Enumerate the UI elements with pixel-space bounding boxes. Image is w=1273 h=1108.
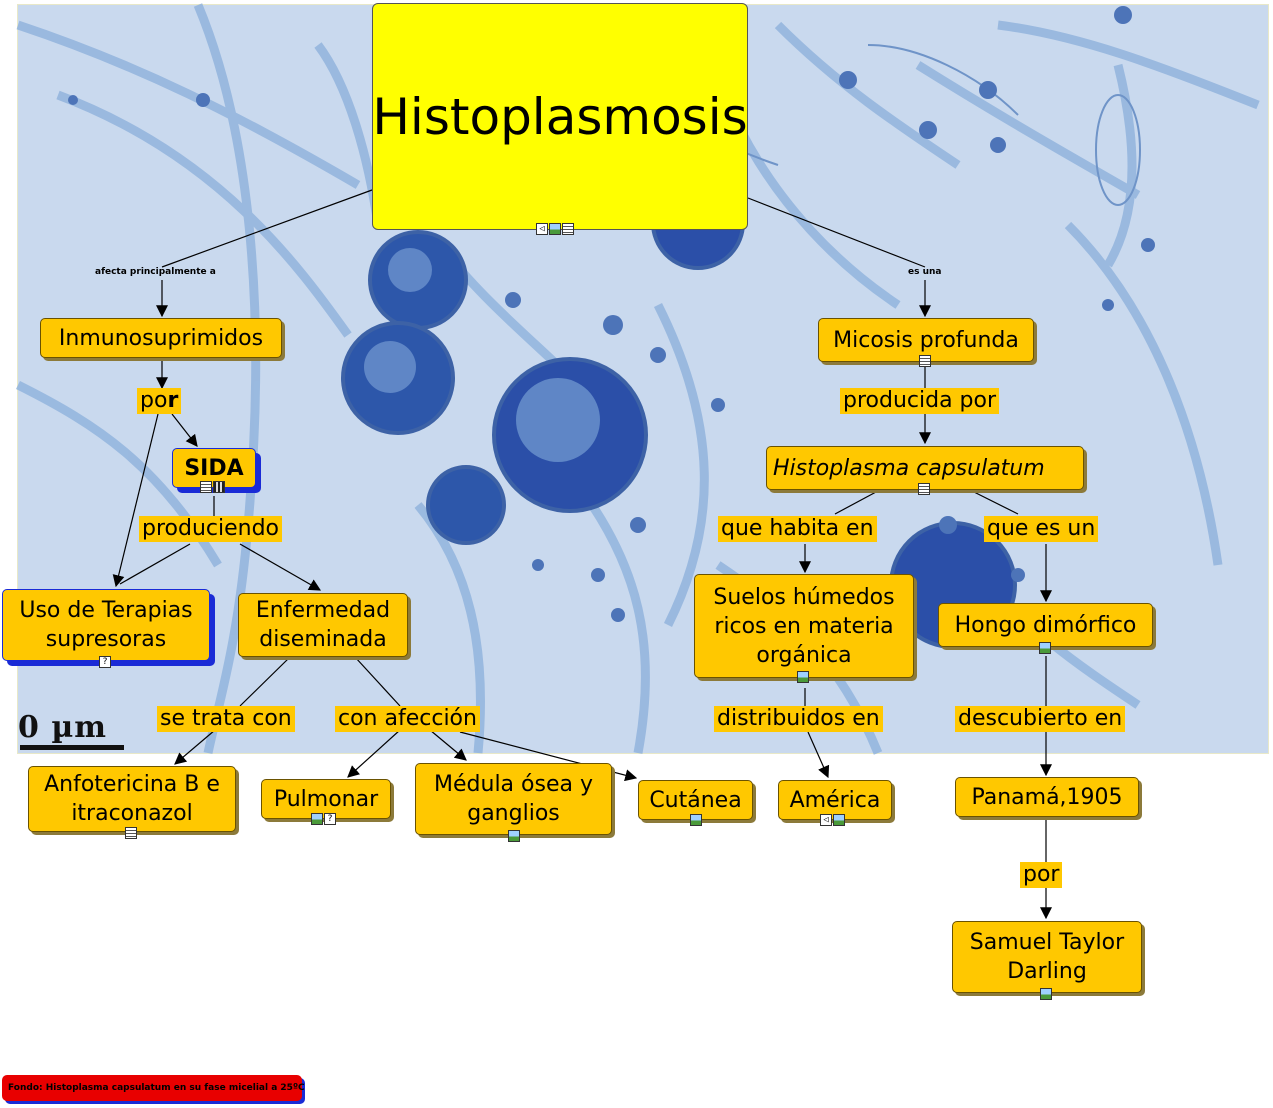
- sound-icon[interactable]: ◁: [820, 814, 832, 826]
- link-label-que-es-un: que es un: [984, 516, 1099, 542]
- scale-bar: [20, 745, 124, 750]
- pulmonar-resource-icons: ?: [311, 813, 336, 825]
- hongo-resource-icons: [1039, 642, 1051, 654]
- image-icon[interactable]: [1040, 988, 1052, 1000]
- micrograph-hyphae: [15, 2, 1260, 755]
- help-icon[interactable]: ?: [99, 656, 111, 668]
- histoplasma-resource-icons: [918, 483, 930, 495]
- background-caption-note[interactable]: Fondo: Histoplasma capsulatum en su fase…: [2, 1075, 305, 1101]
- cutanea-resource-icons: [690, 814, 702, 826]
- concept-samuel-taylor-darling[interactable]: Samuel Taylor Darling: [952, 921, 1142, 993]
- image-icon[interactable]: [311, 813, 323, 825]
- medula-resource-icons: [508, 830, 520, 842]
- concept-panama-1905[interactable]: Panamá,1905: [955, 777, 1139, 817]
- link-label-distribuidos-en: distribuidos en: [714, 706, 883, 732]
- concept-pulmonar[interactable]: Pulmonar: [261, 779, 391, 819]
- concept-cutanea[interactable]: Cutánea: [638, 780, 753, 820]
- link-label-que-habita-en: que habita en: [718, 516, 877, 542]
- document-icon[interactable]: [919, 355, 931, 367]
- link-label-produciendo: produciendo: [139, 516, 283, 542]
- concept-anfotericina[interactable]: Anfotericina B e itraconazol: [28, 766, 236, 832]
- america-resource-icons: ◁: [820, 814, 845, 826]
- sound-icon[interactable]: ◁: [536, 223, 548, 235]
- image-icon[interactable]: [797, 671, 809, 683]
- document-icon[interactable]: [200, 481, 212, 493]
- concept-uso-de-terapias[interactable]: Uso de Terapias supresoras: [2, 589, 210, 661]
- link-label-afecta: afecta principalmente a: [95, 267, 216, 277]
- image-icon[interactable]: [508, 830, 520, 842]
- link-label-por-bold: r: [167, 388, 179, 413]
- concept-histoplasma-capsulatum[interactable]: Histoplasma capsulatum: [766, 446, 1084, 490]
- title-node-histoplasmosis[interactable]: Histoplasmosis: [372, 3, 748, 230]
- link-label-descubierto-en: descubierto en: [955, 706, 1126, 732]
- title-resource-icons: ◁: [536, 223, 574, 235]
- micosis-resource-icons: [919, 355, 931, 367]
- terapias-resource-icons: ?: [99, 656, 111, 668]
- document-icon[interactable]: [562, 223, 574, 235]
- darling-resource-icons: [1040, 988, 1052, 1000]
- document-icon[interactable]: [125, 827, 137, 839]
- concept-inmunosuprimidos[interactable]: Inmunosuprimidos: [40, 318, 282, 358]
- link-label-por-text: po: [140, 388, 168, 413]
- image-icon[interactable]: [833, 814, 845, 826]
- concept-medula-osea[interactable]: Médula ósea y ganglios: [415, 763, 612, 835]
- image-icon[interactable]: [690, 814, 702, 826]
- concept-america[interactable]: América: [778, 780, 892, 820]
- concept-micosis-profunda[interactable]: Micosis profunda: [818, 318, 1034, 362]
- suelos-resource-icons: [797, 671, 809, 683]
- concept-enfermedad-diseminada[interactable]: Enfermedad diseminada: [238, 593, 408, 657]
- link-label-es-una: es una: [908, 267, 942, 277]
- image-icon[interactable]: [1039, 642, 1051, 654]
- link-label-producida-por: producida por: [840, 388, 1000, 414]
- concept-suelos-humedos[interactable]: Suelos húmedos ricos en materia orgánica: [694, 574, 914, 678]
- concept-hongo-dimorfico[interactable]: Hongo dimórfico: [938, 603, 1153, 647]
- link-label-con-afeccion: con afección: [335, 706, 480, 732]
- help-icon[interactable]: ?: [324, 813, 336, 825]
- link-label-por: por: [137, 388, 182, 414]
- document-icon[interactable]: [918, 483, 930, 495]
- scale-label: 0 µm: [18, 710, 108, 745]
- image-icon[interactable]: [549, 223, 561, 235]
- link-label-por-darling: por: [1020, 862, 1063, 888]
- anfotericina-resource-icons: [125, 827, 137, 839]
- sida-resource-icons: [200, 481, 225, 493]
- video-icon[interactable]: [213, 481, 225, 493]
- link-label-se-trata-con: se trata con: [157, 706, 295, 732]
